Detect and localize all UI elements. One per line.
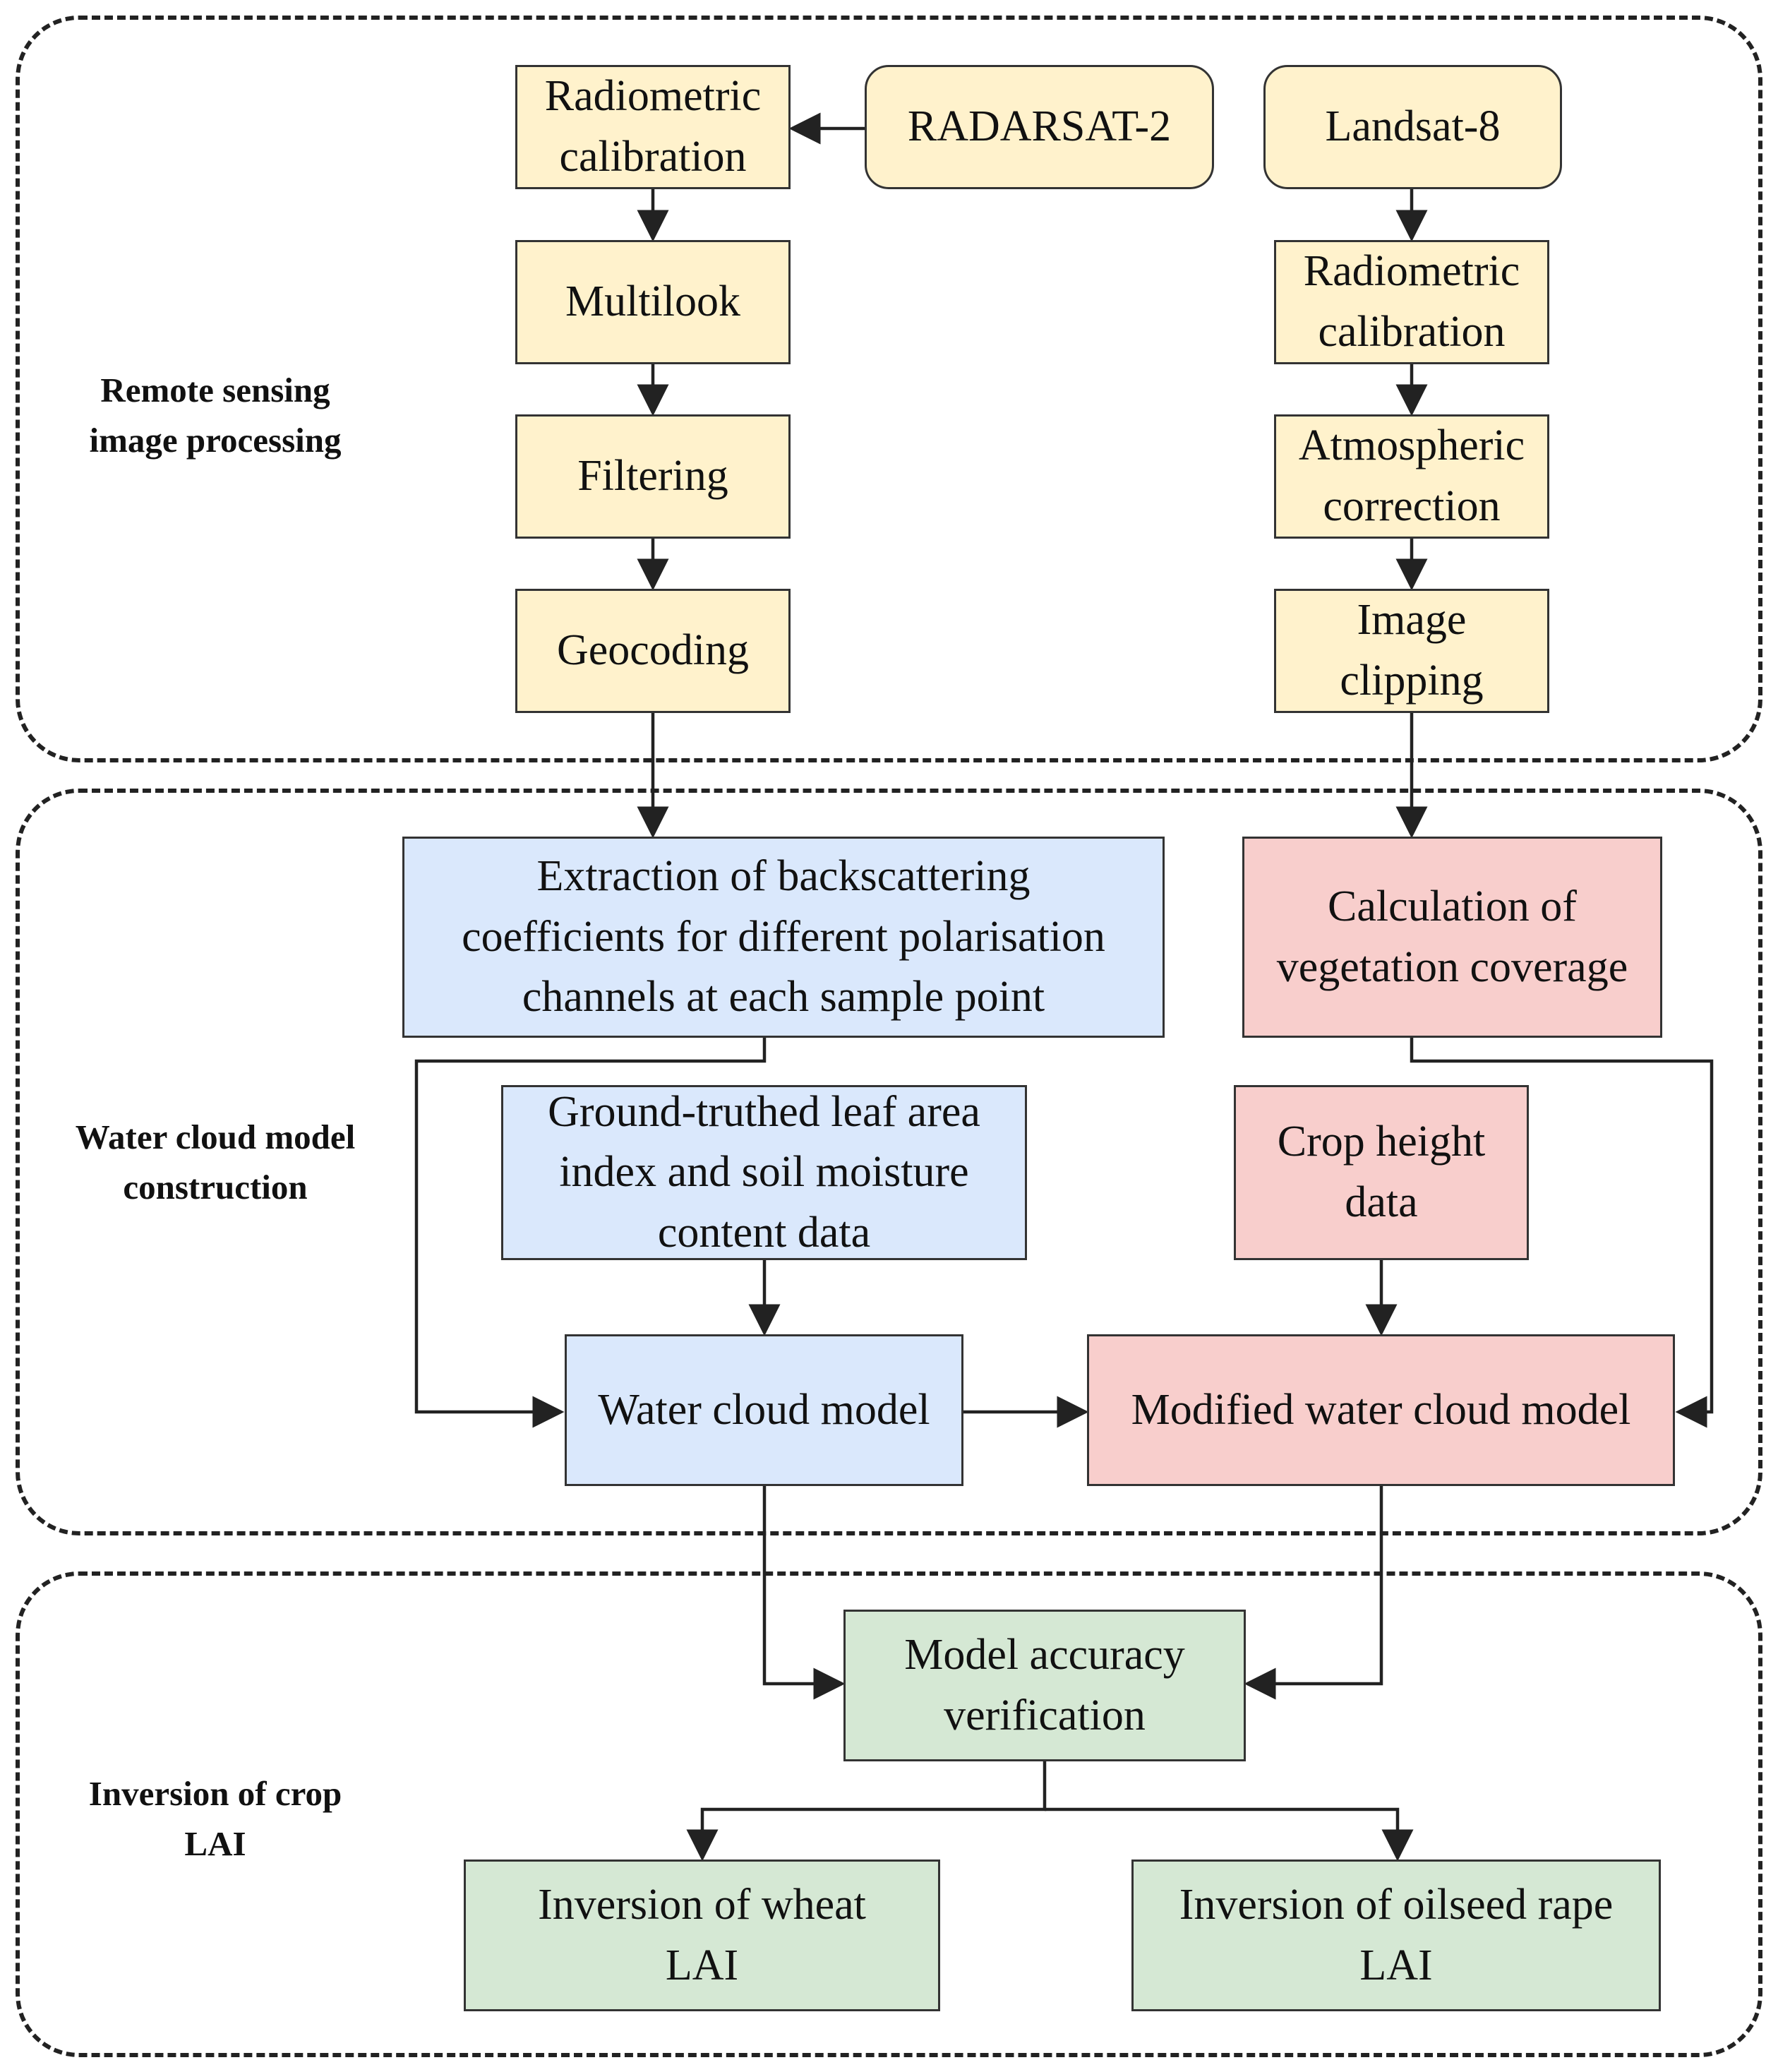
node-line: vegetation coverage (1276, 942, 1628, 991)
node-line: Geocoding (556, 626, 750, 675)
node-line: Calculation of (1328, 882, 1577, 930)
node-line: content data (657, 1208, 871, 1257)
node-radarsat-2: RADARSAT-2 (865, 65, 1214, 189)
node-line: RADARSAT-2 (907, 102, 1172, 151)
node-line: coefficients for different polarisation (462, 912, 1105, 961)
node-line: Multilook (565, 277, 741, 326)
stage-label-line: Water cloud model (75, 1118, 356, 1156)
region-water-cloud (16, 789, 1762, 1535)
region-remote-sensing (16, 16, 1762, 762)
node-line: Crop height (1277, 1118, 1486, 1166)
node-vegetation-coverage: Calculation of vegetation coverage (1242, 837, 1662, 1038)
node-ground-truth-data: Ground-truthed leaf area index and soil m… (501, 1085, 1027, 1260)
stage-label-line: Remote sensing (100, 371, 330, 409)
node-extraction-backscattering: Extraction of backscattering coefficients… (402, 837, 1165, 1038)
node-crop-height-data: Crop height data (1234, 1085, 1529, 1260)
node-geocoding: Geocoding (515, 589, 791, 713)
node-line: Radiometric (544, 72, 762, 121)
stage-label-remote-sensing: Remote sensing image processing (28, 365, 402, 465)
node-line: LAI (1359, 1941, 1433, 1989)
node-line: index and soil moisture (559, 1148, 969, 1197)
node-line: LAI (665, 1941, 739, 1989)
node-atmospheric-correction: Atmospheric correction (1274, 414, 1549, 539)
node-line: Filtering (577, 452, 728, 501)
node-line: correction (1323, 482, 1501, 530)
node-line: Radiometric (1303, 247, 1520, 296)
node-line: calibration (1318, 308, 1506, 356)
node-multilook: Multilook (515, 240, 791, 364)
node-line: Model accuracy (904, 1630, 1185, 1679)
node-line: Landsat-8 (1325, 102, 1501, 151)
node-image-clipping: Image clipping (1274, 589, 1549, 713)
stage-label-water-cloud: Water cloud model construction (28, 1112, 402, 1212)
node-filtering: Filtering (515, 414, 791, 539)
stage-label-line: Inversion of crop (88, 1774, 342, 1813)
stage-label-line: image processing (89, 421, 342, 460)
node-line: channels at each sample point (522, 973, 1045, 1022)
node-line: Image (1357, 596, 1467, 645)
node-line: data (1345, 1178, 1418, 1226)
node-water-cloud-model: Water cloud model (565, 1334, 963, 1486)
node-modified-water-cloud-model: Modified water cloud model (1087, 1334, 1675, 1486)
node-line: verification (944, 1691, 1146, 1739)
node-radar-radiometric-calibration: Radiometric calibration (515, 65, 791, 189)
node-line: Atmospheric (1298, 421, 1525, 470)
node-line: Inversion of wheat (538, 1880, 866, 1929)
node-line: Extraction of backscattering (536, 852, 1031, 901)
node-line: Inversion of oilseed rape (1179, 1880, 1614, 1929)
node-line: clipping (1340, 657, 1484, 705)
node-model-accuracy-verification: Model accuracy verification (843, 1610, 1246, 1761)
stage-label-inversion: Inversion of crop LAI (28, 1768, 402, 1869)
stage-label-line: construction (123, 1168, 308, 1207)
node-landsat-8: Landsat-8 (1263, 65, 1562, 189)
node-line: Water cloud model (598, 1385, 930, 1434)
node-line: Ground-truthed leaf area (548, 1087, 980, 1136)
node-line: calibration (559, 133, 747, 181)
region-inversion (16, 1571, 1762, 2057)
node-line: Modified water cloud model (1131, 1385, 1631, 1434)
node-landsat-radiometric-calibration: Radiometric calibration (1274, 240, 1549, 364)
stage-label-line: LAI (184, 1824, 246, 1864)
